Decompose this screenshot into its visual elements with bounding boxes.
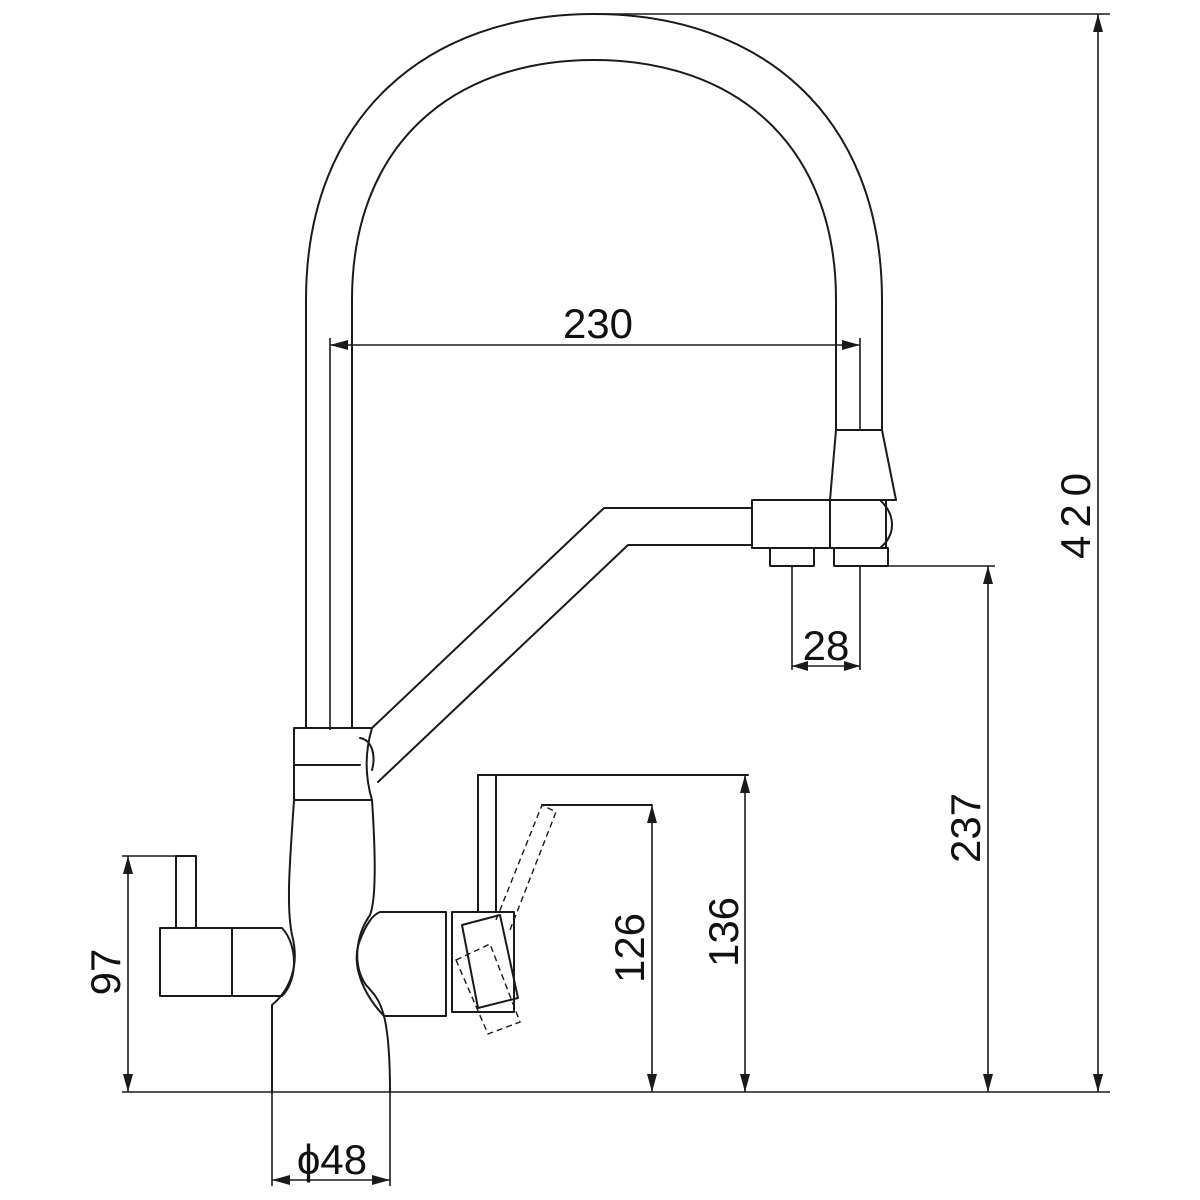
faucet-body bbox=[271, 727, 391, 1093]
dim-filter-height-136-label: 136 bbox=[700, 897, 747, 967]
dim-total-height-label: 420 bbox=[1052, 465, 1099, 559]
gooseneck-spout bbox=[305, 13, 897, 729]
dimension-lines bbox=[122, 13, 1110, 1186]
dim-reach-label: 230 bbox=[563, 300, 633, 347]
right-cartridge bbox=[355, 774, 749, 1017]
dim-base-diameter-label: ϕ48 bbox=[297, 1136, 367, 1183]
left-handle bbox=[159, 855, 295, 997]
dim-outlet-spacing-label: 28 bbox=[803, 622, 850, 669]
dim-filter-height-126-label: 126 bbox=[606, 913, 653, 983]
dim-spout-height-label: 237 bbox=[942, 793, 989, 863]
lever-alternate-position bbox=[455, 804, 653, 1035]
dim-handle-height-label: 97 bbox=[82, 949, 129, 996]
